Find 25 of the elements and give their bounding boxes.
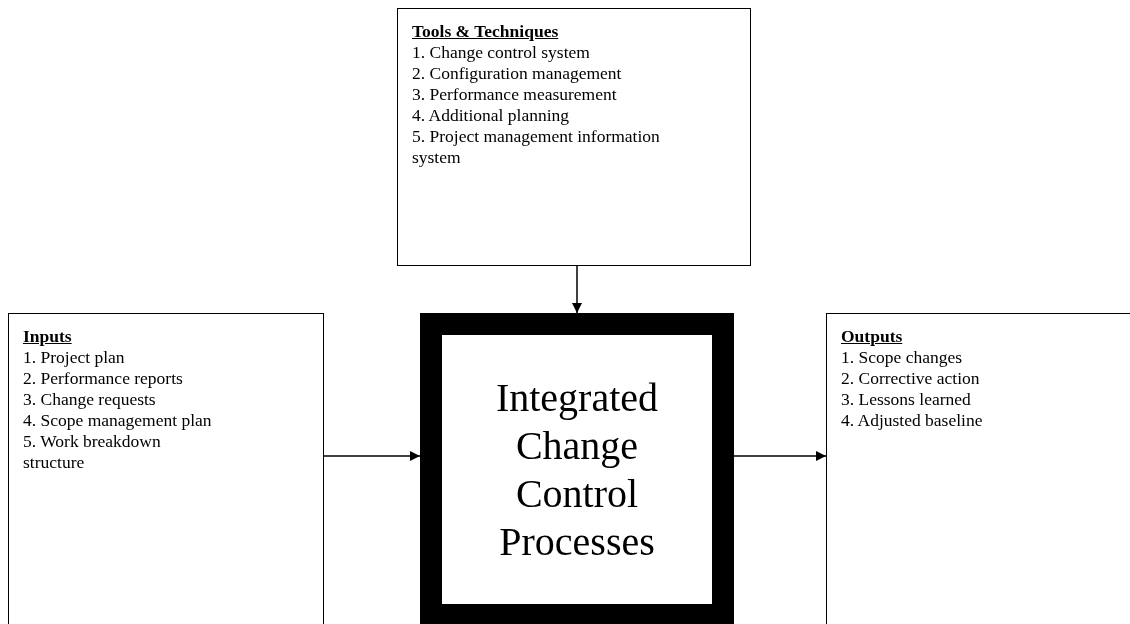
process-box (420, 313, 734, 624)
list-item: 4. Scope management plan (23, 410, 213, 431)
list-item: 1. Change control system (412, 42, 591, 63)
list-item: 5. Project management information system (412, 126, 661, 168)
arrow (323, 451, 421, 461)
list-item: 5. Work breakdown structure (23, 431, 162, 473)
list-item: 3. Change requests (23, 389, 157, 410)
list-item: 2. Performance reports (23, 368, 184, 389)
list-heading: Inputs (23, 326, 73, 347)
list-box (397, 8, 751, 266)
list-box (826, 313, 1130, 624)
list-item: 4. Additional planning (412, 105, 570, 126)
list-item: 2. Configuration management (412, 63, 623, 84)
list-heading: Outputs (841, 326, 904, 347)
list-box (8, 313, 324, 624)
process-title: Integrated Change Control Processes (494, 373, 660, 566)
list-item: 3. Performance measurement (412, 84, 618, 105)
arrow (572, 265, 582, 314)
list-item: 1. Project plan (23, 347, 126, 368)
list-item: 3. Lessons learned (841, 389, 972, 410)
list-heading: Tools & Techniques (412, 21, 560, 42)
list-item: 1. Scope changes (841, 347, 963, 368)
list-item: 2. Corrective action (841, 368, 981, 389)
list-item: 4. Adjusted baseline (841, 410, 984, 431)
arrow (733, 451, 827, 461)
